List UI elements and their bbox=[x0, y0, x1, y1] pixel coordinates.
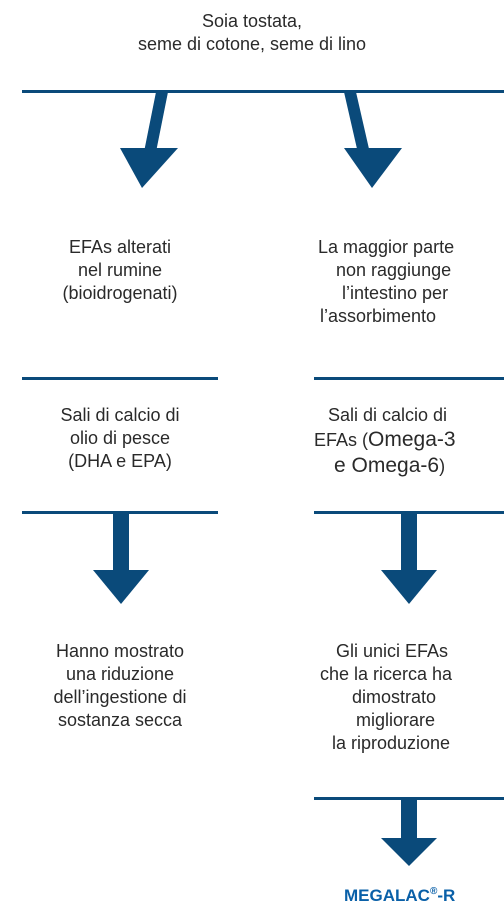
left-box-2-line: Sali di calcio di bbox=[60, 405, 180, 425]
left-box-3-line: dell’ingestione di bbox=[53, 687, 187, 707]
arrow-down-icon bbox=[93, 514, 149, 604]
left-box-1-line: nel rumine bbox=[77, 260, 163, 280]
arrow-down-icon bbox=[381, 514, 437, 604]
left-box-1-line: EFAs alterati bbox=[68, 237, 172, 257]
right-box-3-line: che la ricerca ha bbox=[320, 664, 453, 684]
left-box-3: Hanno mostrato una riduzione dell’ingest… bbox=[22, 640, 218, 732]
right-box-3-line: Gli unici EFAs bbox=[336, 641, 449, 661]
brand-suffix: -R bbox=[437, 886, 456, 905]
left-box-3-line: sostanza secca bbox=[57, 710, 183, 730]
left-box-2-line: (DHA e EPA) bbox=[68, 451, 172, 471]
brand-megalac-r: MEGALAC®-R bbox=[344, 886, 455, 906]
right-box-3-line: migliorare bbox=[356, 710, 436, 730]
top-label: Soia tostata, seme di cotone, seme di li… bbox=[0, 10, 504, 56]
arrow-down-icon bbox=[381, 800, 437, 866]
right-box-2-paren: ) bbox=[439, 456, 446, 476]
right-box-1-line: non raggiunge bbox=[336, 260, 452, 280]
right-box-3-line: dimostrato bbox=[352, 687, 437, 707]
left-box-1-line: (bioidrogenati) bbox=[62, 283, 178, 303]
right-divider-3 bbox=[314, 797, 504, 800]
right-box-2-efas: EFAs ( bbox=[314, 430, 369, 450]
right-box-2-line-3: e Omega-6) bbox=[314, 453, 504, 479]
registered-mark: ® bbox=[429, 886, 438, 897]
top-label-line-2: seme di cotone, seme di lino bbox=[137, 34, 367, 54]
top-divider bbox=[22, 90, 504, 93]
right-box-2-line-1: Sali di calcio di bbox=[328, 405, 448, 425]
right-box-2-omega3: Omega-3 bbox=[368, 428, 456, 451]
right-box-3: Gli unici EFAs che la ricerca ha dimostr… bbox=[314, 640, 504, 755]
brand-name: MEGALAC bbox=[344, 886, 430, 905]
right-box-2-omega6: e Omega-6 bbox=[334, 454, 440, 477]
left-box-3-line: Hanno mostrato bbox=[55, 641, 185, 661]
left-divider-1 bbox=[22, 377, 218, 380]
left-box-2: Sali di calcio di olio di pesce (DHA e E… bbox=[22, 404, 218, 473]
left-box-3-line: una riduzione bbox=[65, 664, 175, 684]
top-label-line-1: Soia tostata, bbox=[201, 11, 303, 31]
right-divider-2 bbox=[314, 511, 504, 514]
right-box-2: Sali di calcio di EFAs (Omega-3 e Omega-… bbox=[314, 404, 504, 479]
left-box-1: EFAs alterati nel rumine (bioidrogenati) bbox=[22, 236, 218, 305]
right-box-1-line: l’assorbimento bbox=[320, 306, 437, 326]
right-box-1: La maggior parte non raggiunge l’intesti… bbox=[314, 236, 504, 328]
arrow-down-right-icon bbox=[344, 92, 402, 188]
right-box-1-line: La maggior parte bbox=[318, 237, 455, 257]
left-box-2-line: olio di pesce bbox=[69, 428, 171, 448]
arrow-down-left-icon bbox=[120, 92, 178, 188]
left-divider-2 bbox=[22, 511, 218, 514]
right-box-1-line: l’intestino per bbox=[342, 283, 449, 303]
right-divider-1 bbox=[314, 377, 504, 380]
right-box-2-line-2: EFAs (Omega-3 bbox=[314, 427, 504, 453]
right-box-3-line: la riproduzione bbox=[332, 733, 451, 753]
